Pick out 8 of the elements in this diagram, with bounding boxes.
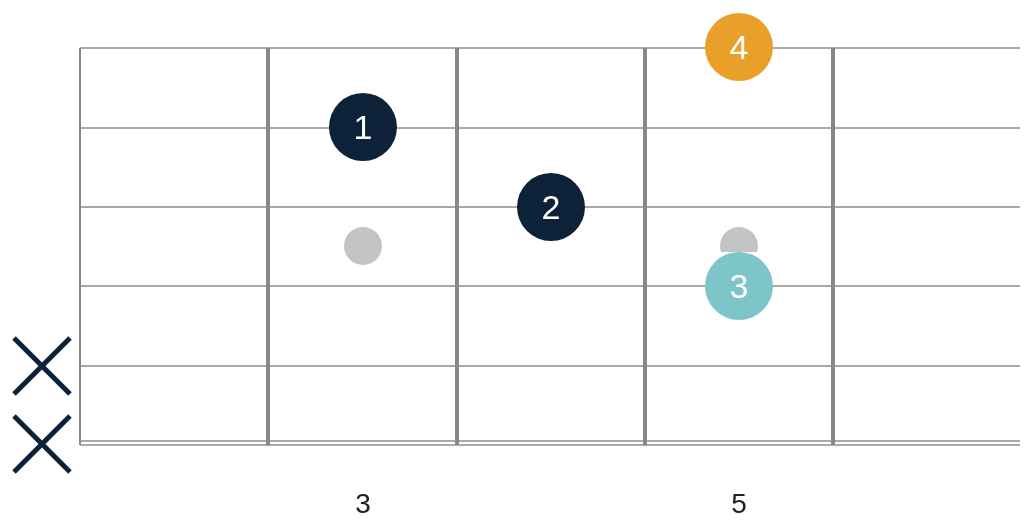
- finger-dot: 2: [517, 173, 585, 241]
- fret-number: 5: [731, 488, 747, 520]
- inlay-dot: [720, 227, 758, 252]
- finger-dot: 3: [705, 252, 773, 320]
- fret-number: 3: [355, 488, 371, 520]
- inlay-dot: [344, 227, 382, 265]
- finger-dot: 1: [329, 93, 397, 161]
- finger-dot: 4: [705, 13, 773, 81]
